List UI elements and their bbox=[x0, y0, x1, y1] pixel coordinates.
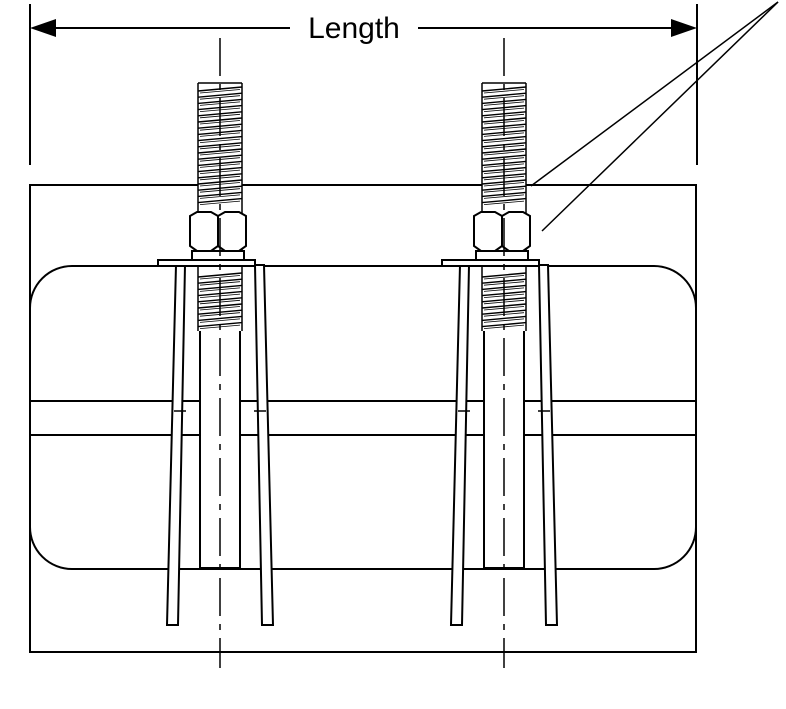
thread-line bbox=[197, 272, 243, 278]
thread-line-inner bbox=[483, 95, 525, 100]
anchor-leg-outer-left bbox=[165, 264, 187, 626]
dimension-arrowhead-right bbox=[671, 19, 697, 37]
length-label: Length bbox=[308, 12, 400, 45]
leader-line-threaded-rod bbox=[530, 1, 779, 187]
rounded-member bbox=[29, 265, 697, 570]
thread-line-inner bbox=[483, 318, 525, 323]
thread-line bbox=[197, 197, 243, 204]
anchor-leg-outer-right bbox=[537, 264, 559, 626]
hex-nut-left bbox=[189, 211, 219, 252]
nut-washer bbox=[191, 250, 245, 261]
horizontal-band bbox=[30, 400, 696, 436]
thread-line-inner bbox=[199, 200, 241, 205]
thread-line bbox=[481, 148, 527, 154]
anchor-leg-outer-right bbox=[253, 264, 275, 626]
thread-line-inner bbox=[199, 138, 241, 143]
thread-line bbox=[197, 135, 243, 142]
thread-line-inner bbox=[199, 318, 241, 323]
length-dimension: Length bbox=[29, 4, 698, 165]
thread-line-inner bbox=[199, 89, 241, 94]
thread-line-inner bbox=[199, 194, 241, 199]
thread-line bbox=[481, 92, 527, 98]
hex-nut-right bbox=[217, 211, 247, 252]
thread-line-inner bbox=[483, 89, 525, 94]
thread-line bbox=[481, 315, 527, 322]
thread-line bbox=[197, 154, 243, 160]
thread-line bbox=[481, 197, 527, 204]
anchor-leg-outer-left bbox=[449, 264, 471, 626]
thread-line bbox=[197, 92, 243, 98]
thread-line-inner bbox=[483, 194, 525, 199]
thread-line-inner bbox=[199, 275, 241, 280]
thread-line-inner bbox=[483, 138, 525, 143]
right-anchor-bolt bbox=[441, 38, 559, 668]
hex-nut-left bbox=[473, 211, 503, 252]
thread-line bbox=[481, 135, 527, 142]
concrete-block-outline bbox=[29, 184, 697, 653]
thread-line bbox=[197, 148, 243, 154]
nut-washer bbox=[475, 250, 529, 261]
thread-line-inner bbox=[483, 275, 525, 280]
hex-nut-right bbox=[501, 211, 531, 252]
thread-line-inner bbox=[483, 200, 525, 205]
leader-line-nut bbox=[541, 1, 779, 232]
thread-line-inner bbox=[483, 151, 525, 156]
left-anchor-bolt bbox=[157, 38, 275, 668]
thread-line-inner bbox=[199, 95, 241, 100]
thread-line-inner bbox=[199, 151, 241, 156]
dimension-arrowhead-left bbox=[30, 19, 56, 37]
thread-line bbox=[481, 272, 527, 278]
leader-lines bbox=[530, 1, 779, 232]
thread-line bbox=[481, 154, 527, 160]
thread-line bbox=[197, 315, 243, 322]
